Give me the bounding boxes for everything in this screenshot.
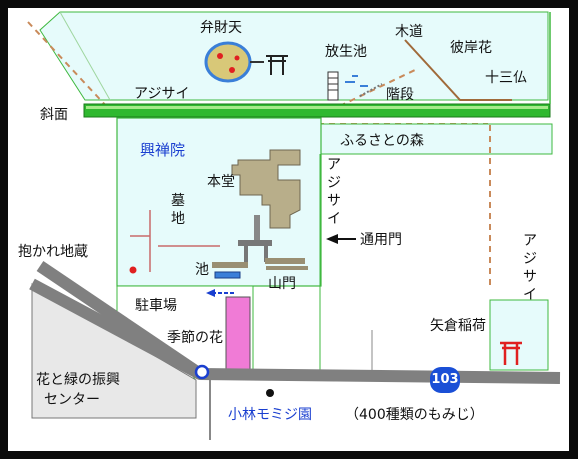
- parking-arrowhead: [206, 289, 215, 297]
- ike-label: 池: [195, 262, 209, 278]
- tsuuyoumon-arrowhead: [326, 234, 338, 244]
- slope-highlight: [86, 106, 548, 109]
- ajisai-right-label: アジサイ: [523, 233, 537, 303]
- kisetsu-label: 季節の花: [167, 330, 223, 346]
- sanmon-gate: [212, 240, 308, 270]
- benzaiten-marker: [217, 53, 223, 59]
- mokudou-label: 木道: [395, 24, 423, 40]
- intersection-marker: [194, 364, 210, 380]
- benzaiten-label: 弁財天: [200, 20, 242, 36]
- momiji-note-label: （400種類のもみじ）: [345, 407, 484, 423]
- temple-pond: [214, 271, 241, 279]
- boti-label: 墓地: [171, 193, 185, 227]
- approach-road: [36, 261, 204, 379]
- yagura-inari-label: 矢倉稲荷: [430, 318, 486, 334]
- benzaiten-marker: [229, 67, 235, 73]
- ajisai-top-label: アジサイ: [134, 86, 190, 102]
- benzaiten-pond: [204, 41, 252, 83]
- juusanbutsu-label: 十三仏: [485, 70, 527, 86]
- seasonal-flowers-bed: [225, 296, 251, 374]
- hondou-building: [231, 149, 301, 229]
- wooden-path: [404, 39, 512, 101]
- stairs-left: [327, 71, 339, 101]
- dakare-jizou-label: 抱かれ地蔵: [18, 244, 88, 260]
- center-label-line1: 花と緑の振興: [36, 372, 120, 388]
- chuushajou-label: 駐車場: [135, 298, 177, 314]
- dashed-path-left: [27, 21, 109, 109]
- upper-area: [39, 11, 549, 101]
- furusato-label: ふるさとの森: [340, 133, 424, 149]
- hondou-label: 本堂: [207, 174, 235, 190]
- kouzenin-label: 興禅院: [140, 141, 186, 159]
- slope-bar: [83, 103, 551, 118]
- ajisai-mid-label: アジサイ: [327, 157, 341, 227]
- hondou-corridor: [254, 215, 260, 240]
- houjouike-water: [345, 75, 368, 87]
- benzaiten-marker: [234, 55, 240, 61]
- shamen-label: 斜面: [40, 107, 68, 123]
- upper-boundary-line: [59, 11, 111, 101]
- jizou-marker: [129, 266, 137, 274]
- kobayashi-marker: [266, 389, 274, 397]
- benzaiten-torii-icon: [266, 55, 288, 75]
- higanbana-label: 彼岸花: [450, 40, 492, 56]
- center-label-line2: センター: [44, 392, 100, 408]
- stairs-steps: [359, 83, 383, 97]
- sanmon-label: 山門: [268, 276, 296, 292]
- yagura-inari-torii-icon: [500, 341, 522, 365]
- yagura-inari-area: [489, 299, 549, 371]
- kaidan-label: 階段: [386, 87, 414, 103]
- tsuuyoumon-label: 通用門: [360, 232, 402, 248]
- houjouike-label: 放生池: [325, 44, 367, 60]
- route-103-shield: 103: [430, 367, 460, 393]
- kobayashi-label: 小林モミジ園: [228, 407, 312, 423]
